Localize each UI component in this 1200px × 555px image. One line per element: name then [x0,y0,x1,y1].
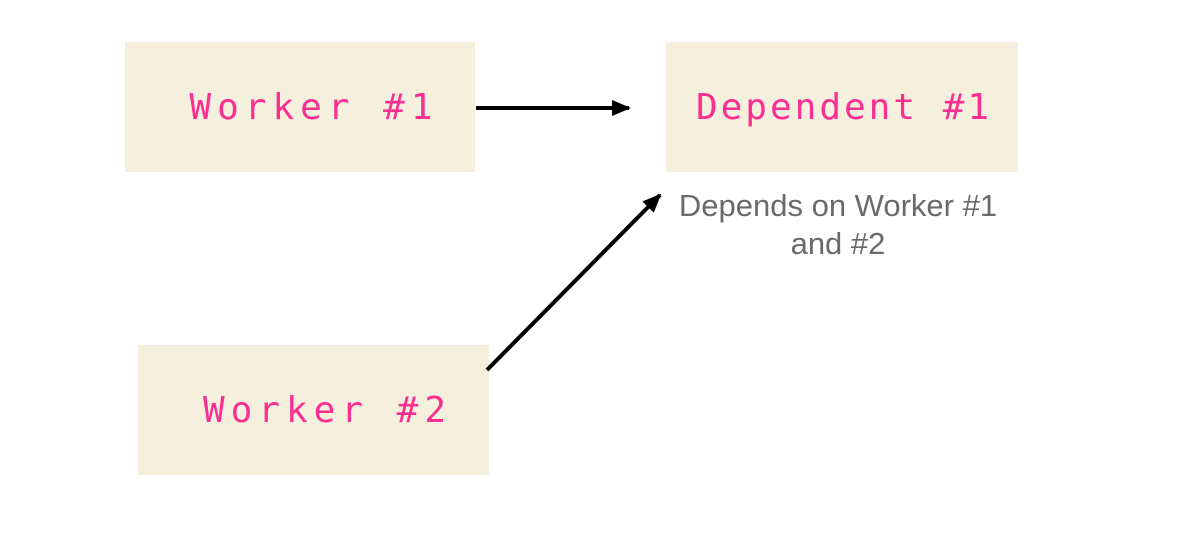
dependency-note: Depends on Worker #1 and #2 [662,187,1014,263]
dependency-note-line2: and #2 [790,226,886,261]
node-worker-2: Worker #2 [138,345,489,475]
arrow-worker2-to-dependent1 [485,193,662,372]
node-dependent-1-label: Dependent #1 [695,86,993,128]
node-worker-2-label: Worker #2 [202,389,453,431]
node-worker-1-label: Worker #1 [189,86,439,128]
node-worker-1: Worker #1 [125,42,475,172]
dependency-note-line1: Depends on Worker #1 [678,188,998,223]
node-dependent-1: Dependent #1 [666,42,1018,172]
